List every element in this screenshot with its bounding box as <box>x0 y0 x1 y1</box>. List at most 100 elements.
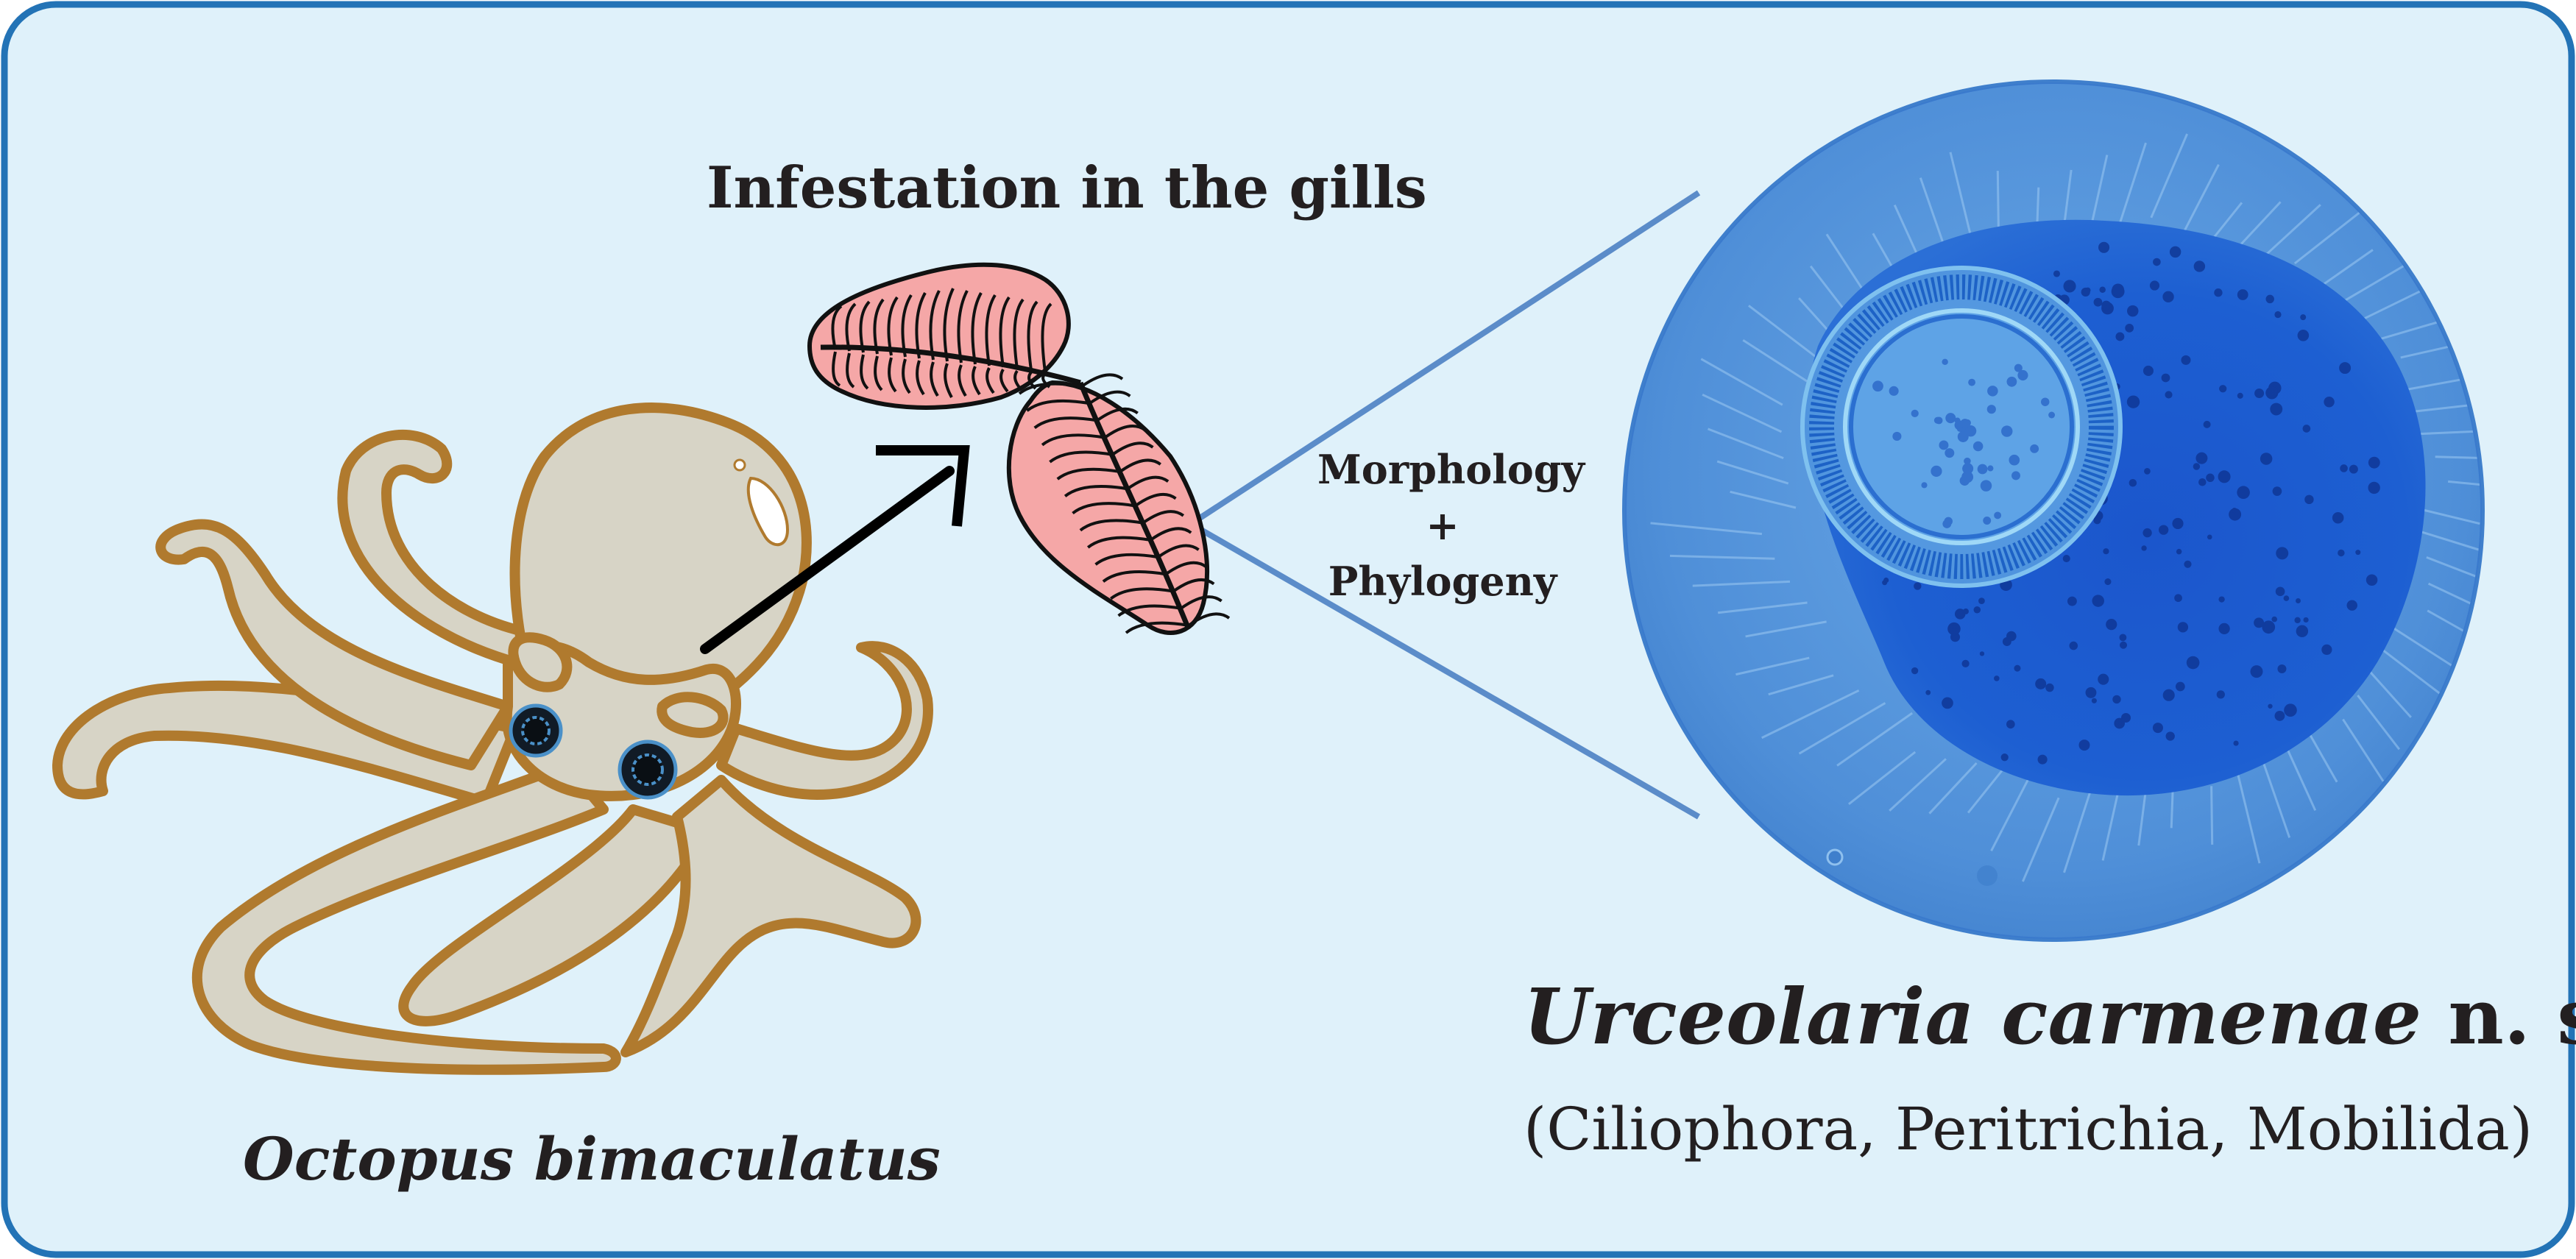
granule <box>1994 675 2000 681</box>
granule <box>2067 596 2077 606</box>
octopus-arm <box>398 804 712 1026</box>
granule <box>2338 549 2345 557</box>
cilium <box>2435 455 2480 461</box>
granule <box>2368 481 2380 494</box>
methods-line-phylogeny: Phylogeny <box>1328 558 1557 605</box>
octopus-arm <box>620 775 921 1057</box>
granule <box>2300 314 2307 321</box>
granule <box>2193 463 2201 470</box>
cilium <box>2101 784 2121 861</box>
methods-label: Morphology + Phylogeny <box>1317 441 1585 609</box>
granule <box>2165 731 2175 741</box>
granule <box>2103 548 2109 555</box>
granule <box>2219 385 2227 393</box>
cilium <box>1716 460 1789 485</box>
granule <box>2275 586 2285 597</box>
octopus-eyespot <box>509 703 563 758</box>
granule <box>2195 452 2208 464</box>
gill-filament <box>1150 527 1192 542</box>
granule <box>2250 665 2263 678</box>
disc-granule <box>1921 482 1928 489</box>
granule <box>2000 753 2009 762</box>
disc-granule <box>2014 363 2023 372</box>
gill-filament <box>1041 302 1052 372</box>
disc-granule <box>1942 358 1948 366</box>
granule <box>2141 545 2147 551</box>
granule <box>2237 289 2248 300</box>
granule <box>2186 656 2200 670</box>
granule <box>2153 258 2161 266</box>
granule <box>2355 550 2361 556</box>
gill-filament <box>958 364 967 397</box>
gill-filament <box>1103 425 1147 439</box>
cilium <box>2368 670 2412 718</box>
gill-filament <box>1041 372 1051 389</box>
granule <box>2218 623 2230 634</box>
mantle-highlight-dot <box>733 458 746 472</box>
gill-filaments <box>831 288 1231 634</box>
granule <box>2232 508 2237 514</box>
granule <box>2104 578 2112 586</box>
gill-filament <box>1013 369 1023 391</box>
granule <box>2119 641 2128 649</box>
disc-granule <box>1980 480 1992 492</box>
granule <box>2181 355 2191 365</box>
granule <box>2093 297 2103 307</box>
granule <box>2174 594 2182 603</box>
granule <box>1961 659 1970 668</box>
granule <box>2092 595 2104 607</box>
granule <box>2078 740 2090 751</box>
gill-filament <box>957 290 969 363</box>
disc-granule <box>1945 413 1956 424</box>
disc-granule <box>1961 471 1974 483</box>
octopus-arm <box>191 760 621 1075</box>
gill-filament <box>1033 416 1098 430</box>
cilium <box>1692 580 1791 587</box>
gill-filament <box>1018 382 1083 395</box>
granule <box>1911 667 1919 675</box>
cilium <box>2150 133 2189 219</box>
granule <box>2101 300 2112 311</box>
granule <box>2304 494 2314 505</box>
granule <box>2206 473 2215 483</box>
gill-filament <box>1157 544 1200 558</box>
granule <box>2218 596 2225 603</box>
gill-filament <box>1164 561 1208 575</box>
granule <box>2006 720 2015 729</box>
gill-filament <box>999 296 1011 368</box>
octopus-eye-bump <box>508 632 573 692</box>
mantle-highlight <box>746 476 790 547</box>
gill-filament <box>901 294 913 358</box>
granule <box>2112 695 2121 704</box>
gill-filament <box>1119 458 1161 473</box>
gill-filament <box>887 296 899 356</box>
gill-filament <box>986 367 995 394</box>
cilium <box>2258 751 2291 838</box>
disc-granule <box>1939 440 1949 450</box>
granule <box>2085 687 2097 698</box>
gill-filament <box>930 361 939 397</box>
gill-filament <box>1089 390 1131 405</box>
granule <box>2099 286 2106 293</box>
granule <box>2296 598 2301 603</box>
gill-filament <box>1094 553 1158 566</box>
granule <box>2237 392 2243 399</box>
gill-filament <box>1080 373 1124 388</box>
granule <box>2169 246 2182 258</box>
zoom-connector <box>1189 190 1701 820</box>
disc-granule <box>2048 411 2056 419</box>
granule <box>2045 683 2054 692</box>
cilium <box>2063 792 2091 873</box>
granule <box>2283 595 2290 601</box>
granule <box>2068 284 2074 291</box>
gill-filament <box>1111 441 1154 456</box>
disc-granule <box>1954 417 1961 424</box>
granule <box>2142 365 2154 376</box>
gill-filament <box>971 292 983 365</box>
cilium <box>2021 797 2060 882</box>
granule <box>2274 311 2282 319</box>
granule <box>2276 547 2289 560</box>
disc-granule <box>1986 405 1996 414</box>
gill-filament <box>1027 300 1038 371</box>
gill-filament <box>1049 450 1113 464</box>
